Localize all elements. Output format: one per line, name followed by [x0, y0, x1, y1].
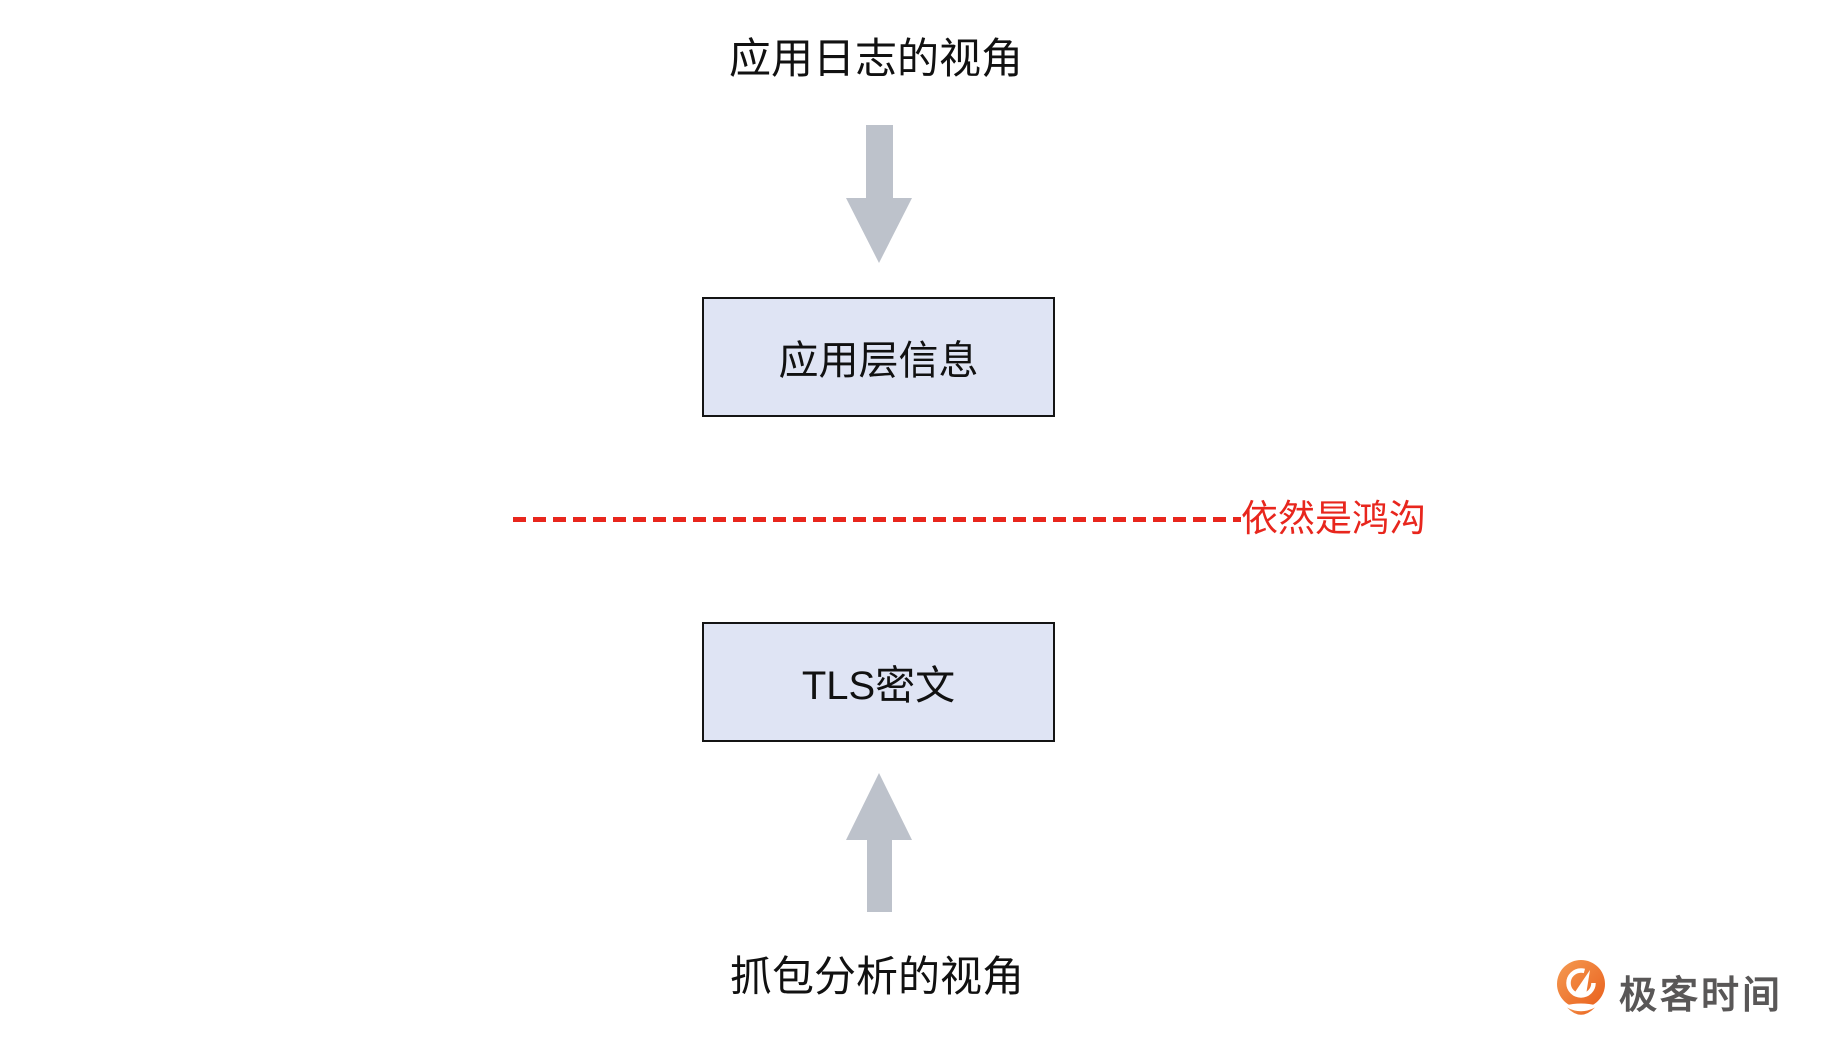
- top-perspective-label: 应用日志的视角: [728, 35, 1024, 82]
- gap-dashed-line: [513, 517, 1241, 522]
- tls-ciphertext-box: TLS密文: [702, 622, 1055, 742]
- app-layer-info-label: 应用层信息: [778, 339, 979, 383]
- bottom-perspective-label: 抓包分析的视角: [729, 953, 1025, 1000]
- gap-annotation-label: 依然是鸿沟: [1241, 498, 1426, 539]
- app-layer-info-box: 应用层信息: [702, 297, 1055, 417]
- arrow-down-icon: [846, 125, 912, 263]
- geektime-pin-icon: [1557, 960, 1605, 1018]
- tls-ciphertext-label: TLS密文: [801, 664, 956, 708]
- arrow-up-icon: [846, 773, 912, 912]
- geektime-logo-text: 极客时间: [1619, 974, 1784, 1017]
- geektime-logo: 极客时间: [1556, 959, 1783, 1023]
